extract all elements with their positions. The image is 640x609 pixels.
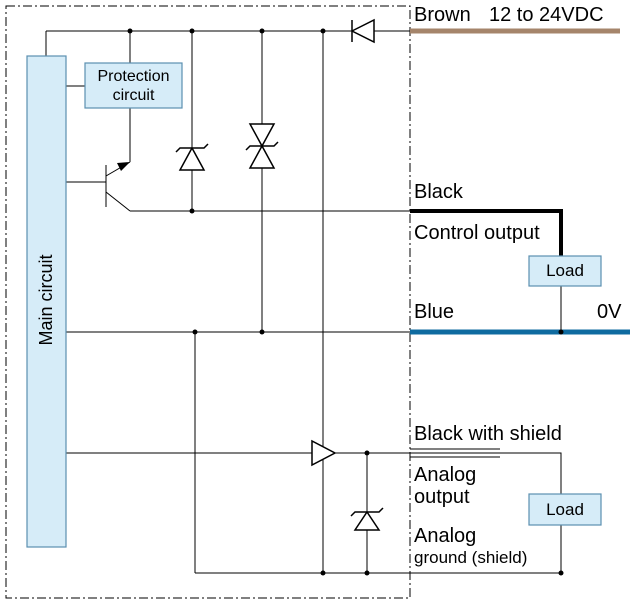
control-load-box (528, 255, 602, 287)
protection-circuit-box (84, 62, 183, 109)
protection-label-line2: circuit (112, 87, 155, 104)
analog-output-label-line2: output (414, 486, 470, 508)
junction-dots (127, 28, 564, 576)
analog-zener-diode-icon (350, 507, 384, 531)
protection-label-line1: Protection (97, 68, 170, 85)
blue-wire-label: Blue (414, 301, 455, 323)
analog-output-label-line1: Analog (414, 464, 477, 486)
analog-load-label: Load (546, 500, 584, 519)
supply-voltage-label: 12 to 24VDC (489, 4, 604, 26)
reverse-polarity-diode-icon (350, 18, 375, 44)
zener-diode-icon (175, 143, 209, 171)
main-circuit-box (26, 55, 67, 548)
control-output-label: Control output (414, 222, 540, 244)
analog-ground-label-line1: Analog (414, 525, 477, 547)
analog-ground-label-line2: ground (shield) (414, 548, 528, 567)
sensor-enclosure (5, 5, 411, 599)
main-circuit-label: Main circuit (36, 254, 56, 346)
transistor-emitter-arrow-icon (117, 162, 130, 171)
control-load-label: Load (546, 261, 584, 280)
analog-load-box (528, 493, 602, 526)
brown-wire-label: Brown (414, 4, 471, 26)
zero-volt-label: 0V (597, 301, 622, 323)
black-with-shield-label: Black with shield (414, 423, 562, 445)
black-wire (410, 209, 563, 256)
analog-buffer-icon (311, 439, 337, 467)
black-wire-label: Black (414, 181, 463, 203)
bidirectional-zener-icon (245, 123, 279, 169)
